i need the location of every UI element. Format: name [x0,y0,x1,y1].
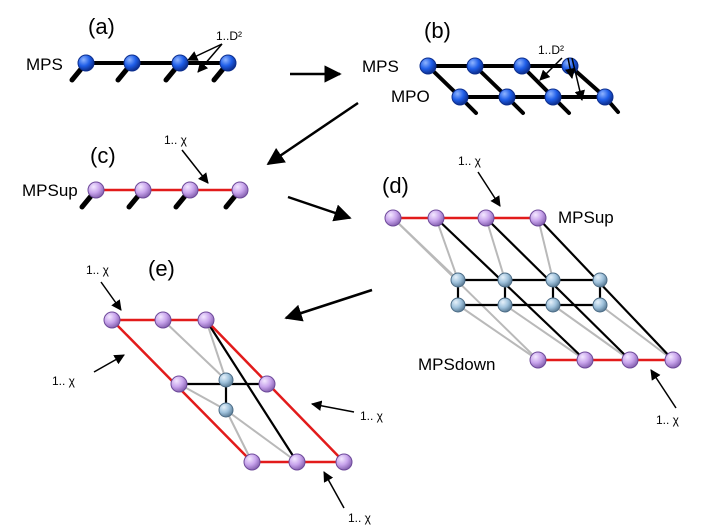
mpsup-node [134,181,152,199]
panel-e-chi-left: 1.. χ [52,374,76,388]
mpsdown-node [288,453,306,471]
panel-d-chi-bottom-arrow [650,369,677,409]
panel-d-down-label: MPSdown [418,355,495,374]
panel-b-mpo-label: MPO [391,87,430,106]
panel-e-chi-arrows [93,281,355,509]
panel-b-mpo-nodes [451,88,614,106]
panel-a: (a) MPS 1..D² [26,14,242,83]
mps-node [123,54,141,72]
panel-c: (c) MPSup 1.. χ [22,133,249,210]
mpsup-node [154,311,172,329]
panel-e: (e) 1.. χ 1.. χ 1.. χ 1.. χ [52,256,384,525]
panel-c-nodes [87,181,249,199]
panel-d-chi-top-arrow [477,171,501,207]
mps-node [466,57,484,75]
mps-node [219,54,237,72]
panel-e-chi-right: 1.. χ [360,409,384,423]
panel-c-physical-legs [79,187,243,210]
mpsup-node [427,209,445,227]
panel-e-black-bonds [179,319,298,463]
mpsup-node [477,209,495,227]
panel-e-label: (e) [148,256,175,281]
mps-node [171,54,189,72]
mpsdown-node [576,351,594,369]
panel-a-mps-label: MPS [26,55,63,74]
center-node [592,297,608,313]
arrow-d-to-e [284,288,373,322]
panel-a-label: (a) [88,14,115,39]
mpsup-node [529,209,547,227]
center-node [218,402,234,418]
panel-d-grey-bonds [392,217,674,361]
panel-a-nodes [77,54,237,72]
mpsdown-node [335,453,353,471]
panel-a-dim-label: 1..D² [216,29,242,43]
panel-b-label: (b) [424,18,451,43]
panel-e-red-bonds [111,318,345,464]
panel-d: (d) MPSup MPSdown 1.. χ 1.. χ [382,154,682,427]
panel-b-dim-label: 1..D² [538,43,564,57]
mpsdown-node [664,351,682,369]
mpsdown-node [529,351,547,369]
panel-a-dim-arrows [187,43,223,73]
mps-node [513,57,531,75]
center-node [497,297,513,313]
mpsdown-node [621,351,639,369]
panel-e-chi-top-left: 1.. χ [86,263,110,277]
panel-d-red-bonds [393,216,673,362]
panel-d-down-nodes [529,351,682,369]
panel-e-grey-nodes [218,372,234,418]
panel-e-purple-nodes [103,311,353,471]
center-node [450,297,466,313]
center-node [545,297,561,313]
panel-c-net-label: MPSup [22,181,78,200]
panel-d-label: (d) [382,173,409,198]
mps-node [77,54,95,72]
panel-e-grey-bonds [162,319,298,463]
panel-b-mps-label: MPS [362,57,399,76]
panel-d-chi-bottom: 1.. χ [656,413,680,427]
panel-d-grey-nodes [450,272,608,313]
mpsup-node [87,181,105,199]
center-node [545,272,561,288]
panel-b-dim-arrows [539,57,585,102]
panel-c-chi-label: 1.. χ [164,133,188,147]
panel-c-chi-arrow [181,149,209,184]
center-node [592,272,608,288]
center-node [450,272,466,288]
mpsup-node [197,311,215,329]
center-node [497,272,513,288]
center-node [218,372,234,388]
mpsup-node [181,181,199,199]
environment-node [258,375,276,393]
mpo-node [544,88,562,106]
mpsup-node [384,209,402,227]
mpo-node [596,88,614,106]
environment-node [170,375,188,393]
panel-d-up-label: MPSup [558,208,614,227]
mpsdown-node [243,453,261,471]
mps-node [419,57,437,75]
panel-b: (b) MPS MPO 1..D² [362,18,620,115]
panel-d-chi-top: 1.. χ [458,154,482,168]
mpo-node [451,88,469,106]
panel-e-chi-bottom: 1.. χ [348,511,372,525]
panel-d-up-nodes [384,209,547,227]
panel-a-physical-legs [69,60,231,83]
mpo-node [498,88,516,106]
arrow-b-to-c [266,101,359,166]
panel-c-label: (c) [90,143,116,168]
mpsup-node [231,181,249,199]
arrow-c-to-d [287,195,352,222]
mpsup-node [103,311,121,329]
